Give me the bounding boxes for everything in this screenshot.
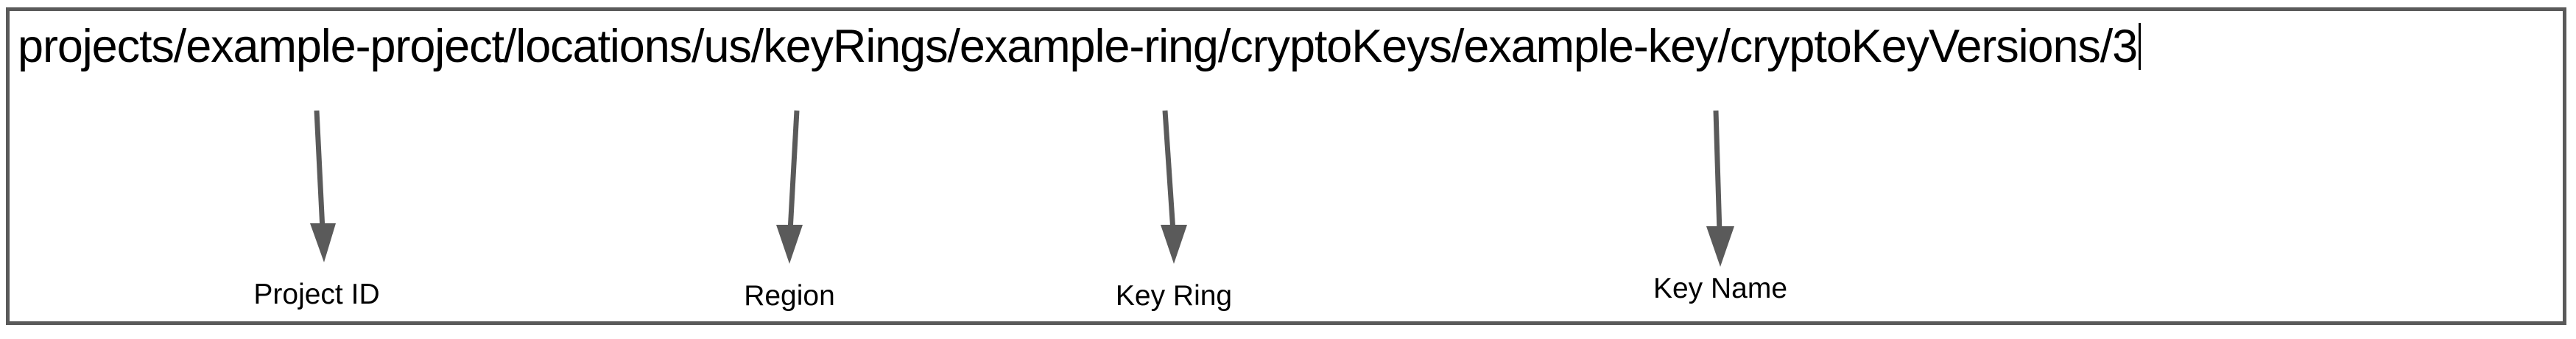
- annotation-label-key-ring: Key Ring: [1115, 280, 1233, 312]
- text-caret: [2139, 23, 2142, 70]
- annotation-label-project-id: Project ID: [253, 279, 380, 310]
- annotation-label-key-name: Key Name: [1653, 273, 1788, 304]
- annotation-label-region: Region: [744, 280, 835, 312]
- resource-path-value: projects/example-project/locations/us/ke…: [18, 20, 2138, 72]
- resource-path-text[interactable]: projects/example-project/locations/us/ke…: [18, 13, 2142, 80]
